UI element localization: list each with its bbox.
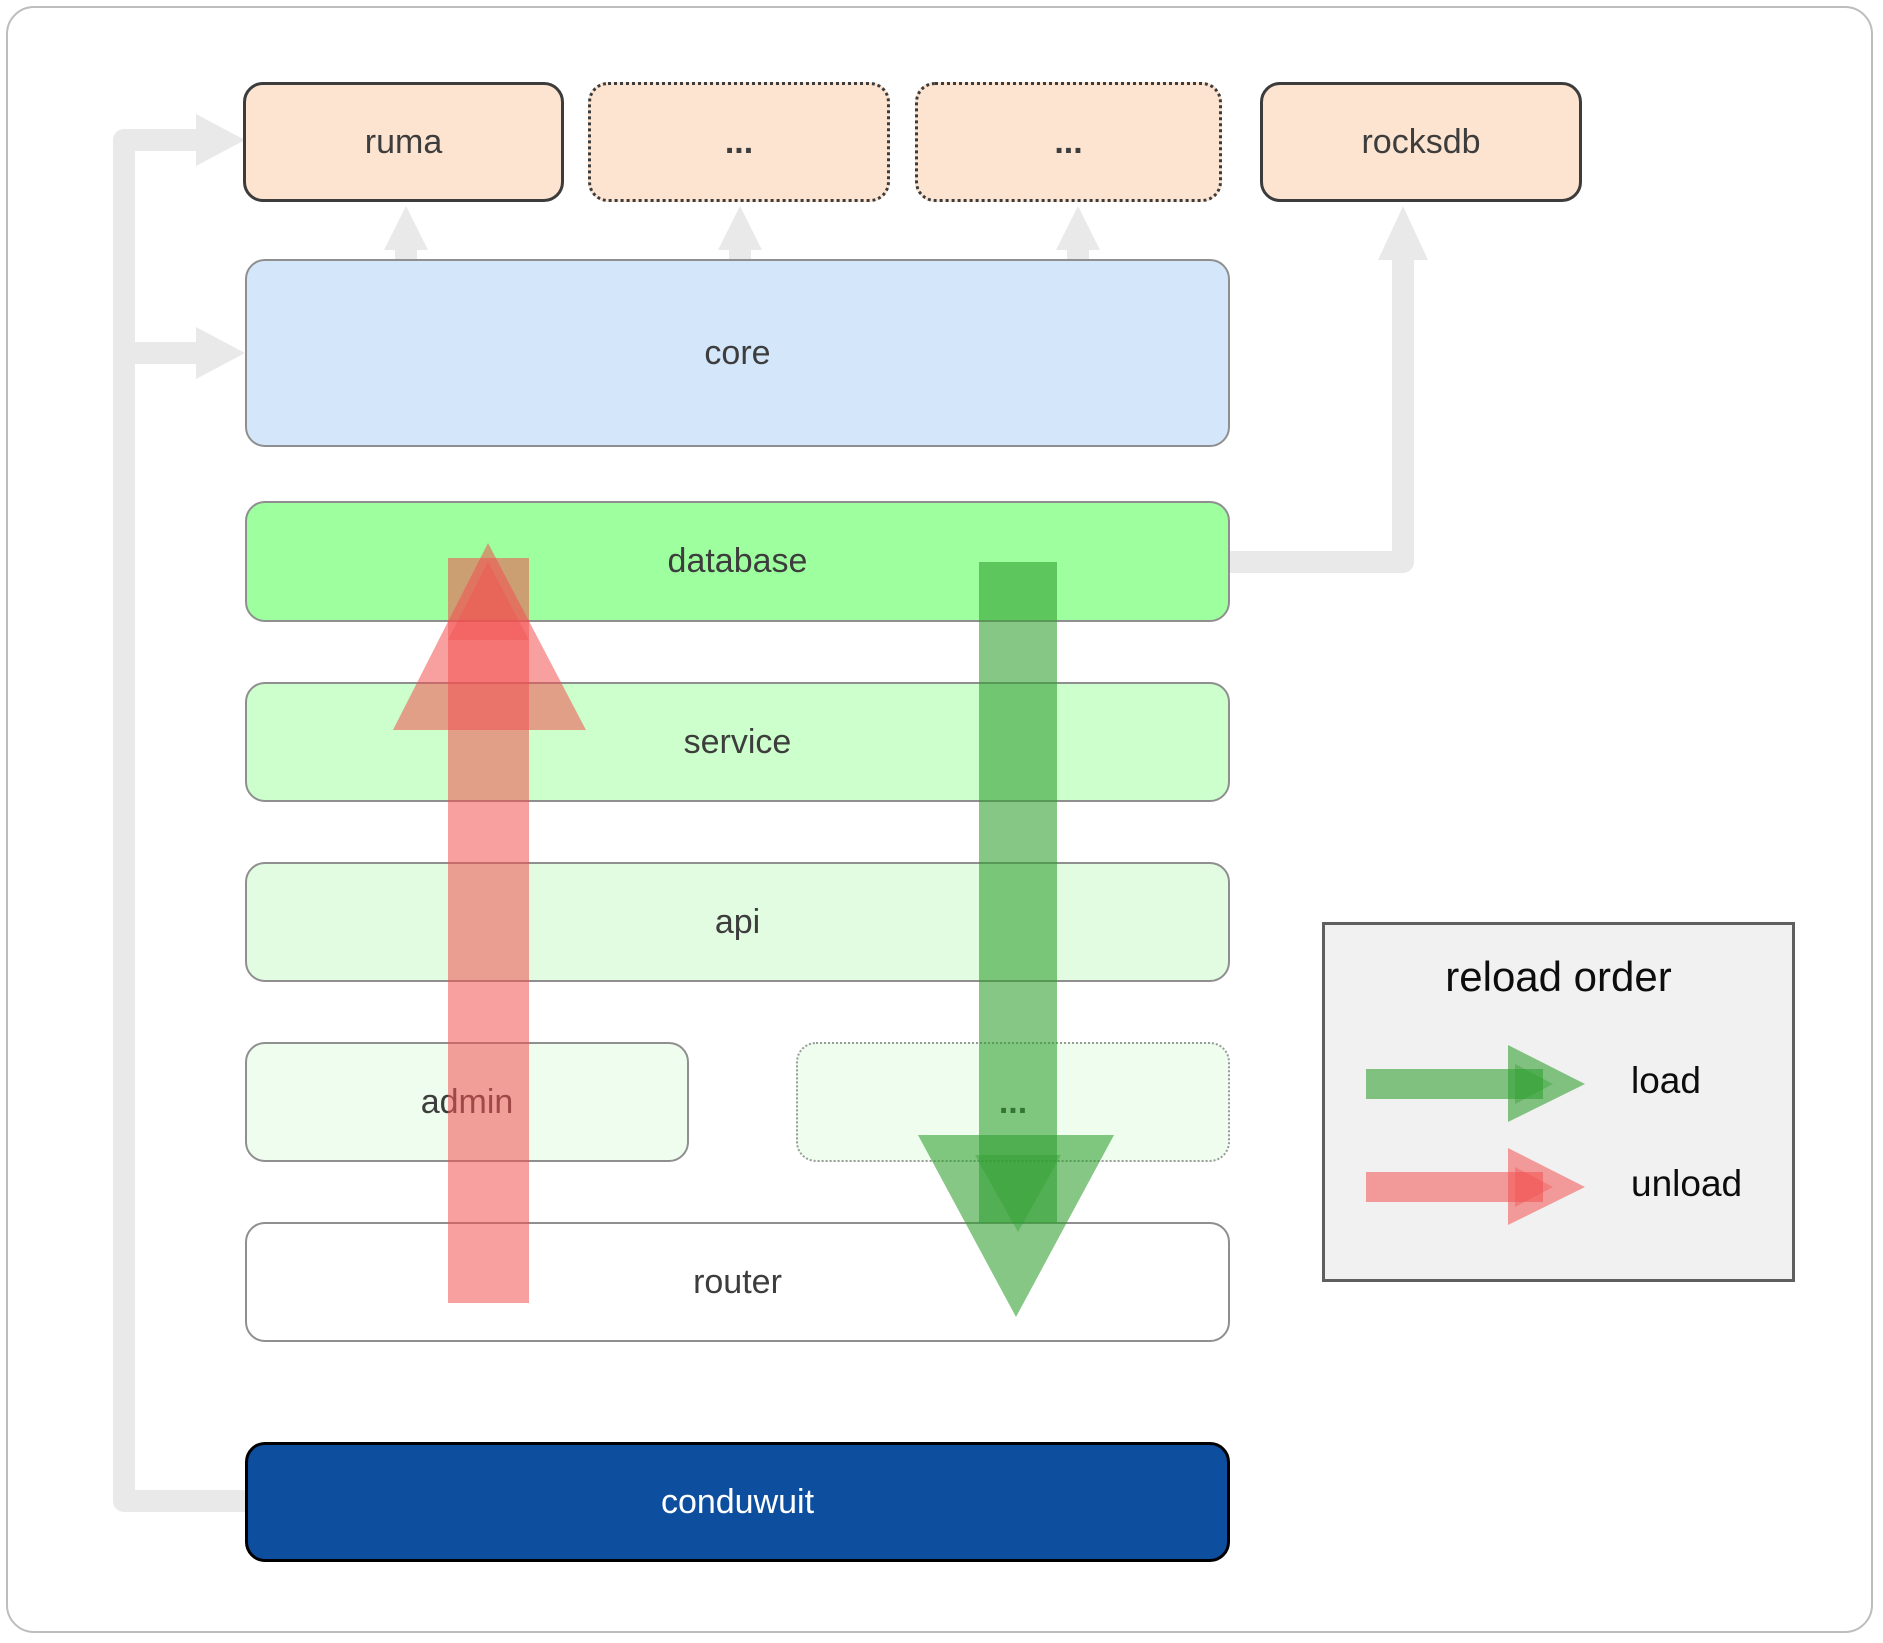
legend-load-arrow-icon bbox=[1366, 1045, 1585, 1122]
legend-unload-label: unload bbox=[1631, 1163, 1743, 1204]
layer-label-admin: admin bbox=[420, 1082, 514, 1121]
layer-box-api: api bbox=[245, 862, 1230, 982]
legend-arrows bbox=[1366, 1045, 1585, 1225]
crate-box-ruma: ruma bbox=[243, 82, 564, 202]
legend-title: reload order bbox=[1445, 953, 1672, 1000]
layer-box-admin-more: ... bbox=[796, 1042, 1230, 1162]
layer-label-api: api bbox=[714, 902, 761, 941]
crate-box-rocksdb: rocksdb bbox=[1260, 82, 1582, 202]
crate-label-rocksdb: rocksdb bbox=[1361, 122, 1481, 161]
layer-box-database: database bbox=[245, 501, 1230, 622]
app-label-conduwuit: conduwuit bbox=[660, 1482, 815, 1521]
layer-label-router: router bbox=[693, 1262, 782, 1301]
crate-label-more-1: ... bbox=[724, 122, 754, 161]
crate-label-more-2: ... bbox=[1054, 122, 1083, 161]
layer-box-admin: admin bbox=[245, 1042, 689, 1162]
layer-label-database: database bbox=[667, 542, 808, 580]
legend-unload-arrow-icon bbox=[1366, 1148, 1585, 1225]
layer-box-router: router bbox=[245, 1222, 1230, 1342]
legend-load-label: load bbox=[1631, 1060, 1701, 1101]
layer-label-admin-more: ... bbox=[998, 1082, 1028, 1121]
layer-label-service: service bbox=[683, 722, 792, 761]
layer-box-service: service bbox=[245, 682, 1230, 802]
diagram-border bbox=[6, 6, 1873, 1633]
crate-box-more-2: ... bbox=[915, 82, 1222, 202]
legend: reload order load unload bbox=[1322, 922, 1795, 1282]
layer-box-core: core bbox=[245, 259, 1230, 447]
layer-label-core: core bbox=[704, 333, 771, 372]
crate-box-more-1: ... bbox=[588, 82, 890, 202]
crate-label-ruma: ruma bbox=[364, 122, 443, 161]
app-box-conduwuit: conduwuit bbox=[245, 1442, 1230, 1562]
